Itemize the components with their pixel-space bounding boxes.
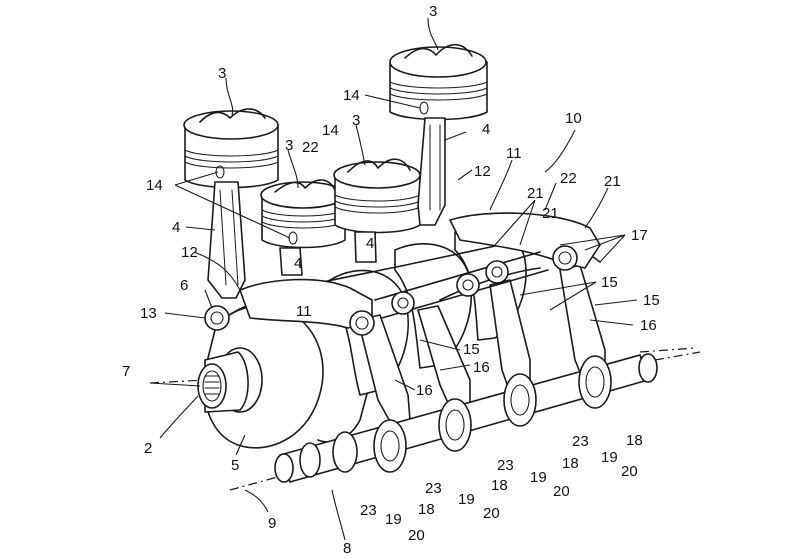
- label-18-a: 18: [418, 501, 435, 518]
- label-23-d: 23: [572, 433, 589, 450]
- label-9: 9: [268, 515, 276, 532]
- label-21-a: 21: [527, 185, 544, 202]
- center-lines: [149, 347, 701, 491]
- label-16-mid: 16: [473, 359, 490, 376]
- label-4-small-b: 4: [366, 235, 374, 252]
- label-10: 10: [565, 110, 582, 127]
- pivot-pins: [204, 245, 578, 336]
- link-11-front: [239, 278, 373, 329]
- connecting-rods: [207, 117, 446, 299]
- label-18-b: 18: [491, 477, 508, 494]
- label-4-right: 4: [482, 121, 490, 138]
- label-2: 2: [144, 440, 152, 457]
- label-20-c: 20: [553, 483, 570, 500]
- label-15-c: 15: [463, 341, 480, 358]
- label-21-c: 21: [604, 173, 621, 190]
- label-11-top: 11: [506, 145, 522, 162]
- label-8: 8: [343, 540, 351, 557]
- label-17: 17: [631, 227, 648, 244]
- label-23-a: 23: [360, 502, 377, 519]
- label-3-piston-1: 3: [218, 65, 226, 82]
- eccentric-shaft: [274, 353, 658, 483]
- label-19-c: 19: [530, 469, 547, 486]
- label-12-right: 12: [474, 163, 491, 180]
- label-16-right: 16: [640, 317, 657, 334]
- label-15-b: 15: [643, 292, 660, 309]
- shaft-front-end: [274, 453, 294, 483]
- label-19-d: 19: [601, 449, 618, 466]
- label-21-b: 21: [542, 205, 559, 222]
- piston-1: [183, 108, 279, 189]
- piston-3: [333, 158, 421, 234]
- piston-2: [260, 179, 346, 249]
- label-16-left: 16: [416, 382, 433, 399]
- label-6: 6: [180, 277, 188, 294]
- label-20-d: 20: [621, 463, 638, 480]
- label-5: 5: [231, 457, 239, 474]
- crankshaft-axis-line-rear: [639, 347, 696, 353]
- label-12-left: 12: [181, 244, 198, 261]
- label-18-c: 18: [562, 455, 579, 472]
- label-3-piston-3: 3: [352, 112, 360, 129]
- label-18-d: 18: [626, 432, 643, 449]
- label-23-b: 23: [425, 480, 442, 497]
- label-20-a: 20: [408, 527, 425, 544]
- label-20-b: 20: [483, 505, 500, 522]
- label-15-a: 15: [601, 274, 618, 291]
- shaft-rear-end: [638, 353, 658, 383]
- label-22-left: 22: [302, 139, 319, 156]
- label-4-left: 4: [172, 219, 180, 236]
- label-14-left: 14: [146, 177, 163, 194]
- pin-13: [204, 305, 230, 331]
- label-3-piston-2: 3: [285, 137, 293, 154]
- label-22-right: 22: [560, 170, 577, 187]
- piston-pin-hole: [215, 165, 225, 179]
- label-4-small-a: 4: [294, 255, 302, 272]
- label-7: 7: [122, 363, 130, 380]
- label-23-c: 23: [497, 457, 514, 474]
- reference-labels: 3 3 3 3 14 14 14 4 4 4 4 10 11 11 12 12 …: [122, 3, 660, 557]
- leader-lines: [149, 17, 638, 541]
- crankshaft-axis-line: [149, 379, 206, 384]
- label-11-front: 11: [296, 303, 312, 320]
- label-19-a: 19: [385, 511, 402, 528]
- label-14-mid: 14: [322, 122, 339, 139]
- label-13: 13: [140, 305, 157, 322]
- camshaft-axis-line-rear: [654, 351, 701, 361]
- piston-4: [389, 43, 488, 121]
- label-19-b: 19: [458, 491, 475, 508]
- label-14-top: 14: [343, 87, 360, 104]
- label-3-piston-4: 3: [429, 3, 437, 20]
